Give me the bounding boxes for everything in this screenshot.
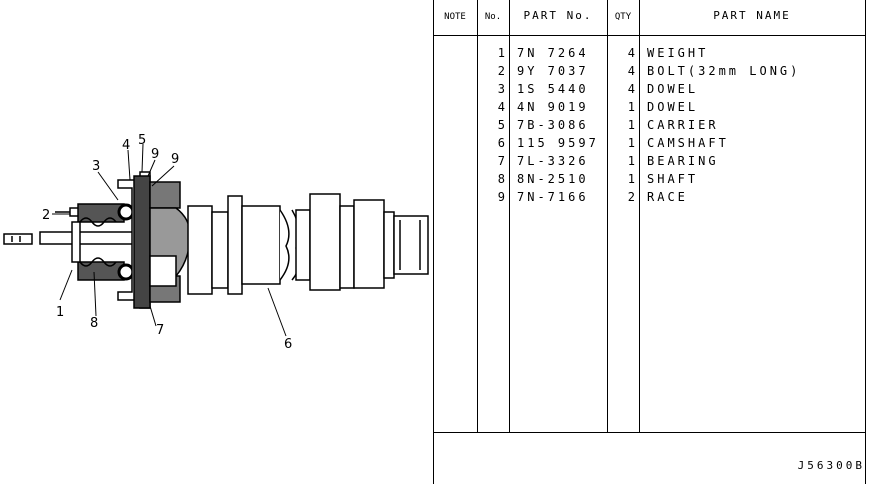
header-note: NOTE (444, 12, 466, 22)
row-quantity: 1 (627, 118, 635, 132)
table-row: 7 7L-3326 1 BEARING (433, 154, 871, 172)
callout-8: 8 (90, 316, 98, 331)
row-part-name: SHAFT (647, 172, 699, 186)
row-part-number: 9Y 7037 (517, 64, 589, 78)
header-qty: QTY (614, 12, 632, 22)
row-quantity: 1 (627, 100, 635, 114)
row-number: 8 (497, 172, 505, 186)
header-part-no: PART No. (523, 9, 593, 22)
row-number: 5 (497, 118, 505, 132)
row-part-name: WEIGHT (647, 46, 709, 60)
callout-9b: 9 (171, 152, 179, 167)
callout-9a: 9 (151, 147, 159, 162)
row-part-name: DOWEL (647, 82, 699, 96)
row-quantity: 4 (627, 82, 635, 96)
table-row: 1 7N 7264 4 WEIGHT (433, 46, 871, 64)
callout-3: 3 (92, 159, 100, 174)
row-number: 1 (497, 46, 505, 60)
row-quantity: 1 (627, 136, 635, 150)
divider-note (477, 0, 478, 432)
table-row: 3 1S 5440 4 DOWEL (433, 82, 871, 100)
callout-5: 5 (138, 133, 146, 148)
row-quantity: 1 (627, 154, 635, 168)
table-row: 8 8N-2510 1 SHAFT (433, 172, 871, 190)
row-number: 4 (497, 100, 505, 114)
row-part-name: CAMSHAFT (647, 136, 729, 150)
divider-part-no (607, 0, 608, 432)
row-number: 6 (497, 136, 505, 150)
pin-part (3, 233, 33, 245)
row-number: 7 (497, 154, 505, 168)
row-part-number: 7N 7264 (517, 46, 589, 60)
row-quantity: 2 (627, 190, 635, 204)
row-quantity: 4 (627, 46, 635, 60)
callout-6: 6 (284, 337, 292, 352)
row-part-name: CARRIER (647, 118, 719, 132)
row-part-number: 7N-7166 (517, 190, 589, 204)
row-part-number: 1S 5440 (517, 82, 589, 96)
footer-separator (433, 432, 866, 433)
row-number: 2 (497, 64, 505, 78)
row-quantity: 4 (627, 64, 635, 78)
callout-2: 2 (42, 208, 50, 223)
drawing-code: J56300B (797, 459, 865, 472)
callout-7: 7 (156, 323, 164, 338)
divider-no (509, 0, 510, 432)
table-row: 2 9Y 7037 4 BOLT(32mm LONG) (433, 64, 871, 82)
table-right-border (865, 0, 866, 484)
divider-qty (639, 0, 640, 432)
table-row: 4 4N 9019 1 DOWEL (433, 100, 871, 118)
header-part-name: PART NAME (713, 9, 791, 22)
header-no: No. (484, 12, 502, 22)
row-part-number: 7B-3086 (517, 118, 589, 132)
camshaft-assembly-illustration: 1 2 3 4 5 9 9 8 7 6 (3, 133, 429, 352)
row-number: 9 (497, 190, 505, 204)
callout-1: 1 (56, 305, 64, 320)
table-row: 5 7B-3086 1 CARRIER (433, 118, 871, 136)
row-quantity: 1 (627, 172, 635, 186)
row-part-name: RACE (647, 190, 688, 204)
exploded-view-drawing: 1 2 3 4 5 9 9 8 7 6 (0, 0, 434, 484)
row-number: 3 (497, 82, 505, 96)
row-part-number: 4N 9019 (517, 100, 589, 114)
table-row: 9 7N-7166 2 RACE (433, 190, 871, 208)
row-part-name: BOLT(32mm LONG) (647, 64, 801, 78)
row-part-name: DOWEL (647, 100, 699, 114)
row-part-number: 7L-3326 (517, 154, 589, 168)
callout-4: 4 (122, 138, 130, 153)
header-separator (433, 35, 866, 36)
table-row: 6 115 9597 1 CAMSHAFT (433, 136, 871, 154)
row-part-name: BEARING (647, 154, 719, 168)
table-left-border (433, 0, 434, 484)
row-part-number: 8N-2510 (517, 172, 589, 186)
row-part-number: 115 9597 (517, 136, 599, 150)
parts-table: NOTE No. PART No. QTY PART NAME 1 7N 7264… (433, 0, 871, 484)
